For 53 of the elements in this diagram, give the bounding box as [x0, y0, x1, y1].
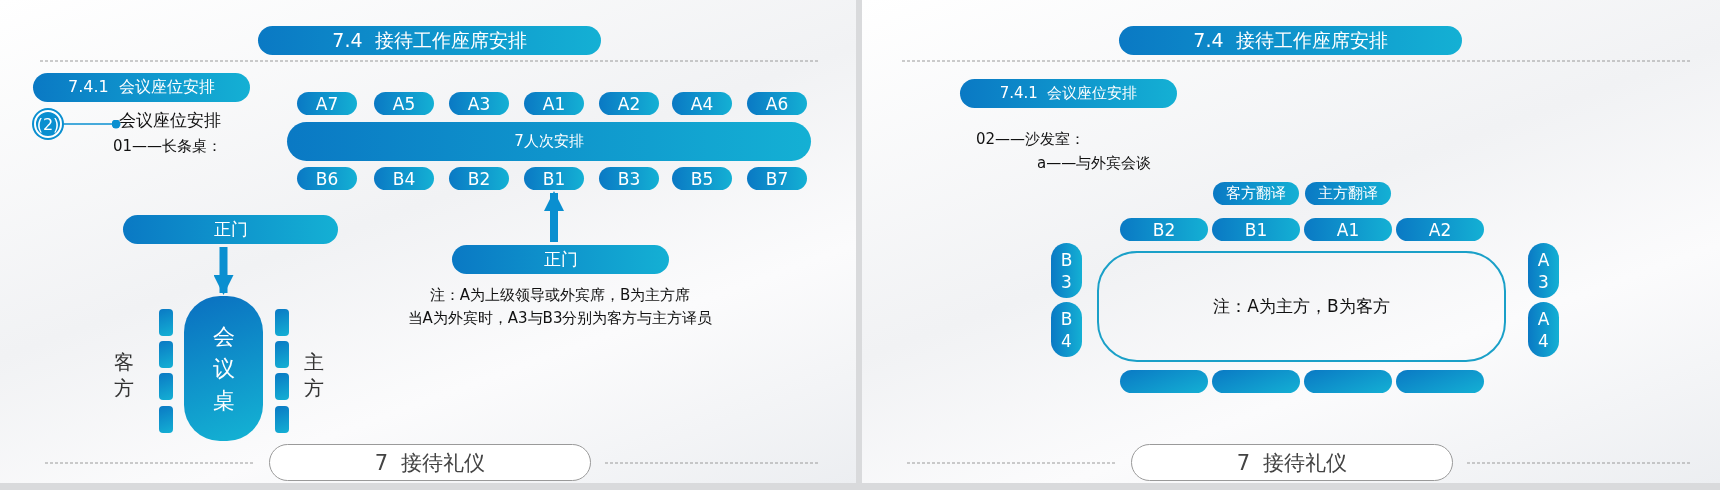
seat-pill: A3 [449, 92, 509, 115]
seat-bar [159, 406, 173, 433]
seat-pill: A1 [524, 92, 584, 115]
side-label: 主方 [304, 349, 325, 401]
caption-text: 01——长条桌： [113, 137, 223, 156]
side-label: 客方 [114, 349, 135, 401]
number-circle: (2) [34, 110, 62, 138]
bullet-line [63, 119, 121, 129]
table-bar: 7人次安排 [287, 122, 811, 161]
seat-pill: 客方翻译 [1213, 182, 1299, 205]
section-pill: 7.4.1 会议座位安排 [33, 73, 250, 102]
caption-text: a——与外宾会谈 [1037, 154, 1152, 173]
title-banner: 7.4 接待工作座席安排 [258, 26, 601, 55]
seat-pill: B5 [672, 167, 732, 190]
seat-pill: B1 [1212, 218, 1300, 241]
sofa-table: 注：A为主方，B为客方 [1097, 251, 1506, 362]
entrance-pill: 正门 [452, 245, 669, 274]
section-pill: 7.4.1 会议座位安排 [960, 79, 1177, 108]
seat-pill: A6 [747, 92, 807, 115]
seat-bar [1120, 370, 1208, 393]
seat-bar [159, 309, 173, 336]
seat-bar [159, 341, 173, 368]
entrance-pill: 正门 [123, 215, 338, 244]
seat-pill: A2 [599, 92, 659, 115]
note-text: 注：A为上级领导或外宾席，B为主方席 [428, 286, 692, 305]
seat-bar [1396, 370, 1484, 393]
seat-pill: A7 [297, 92, 357, 115]
seat-bar [1304, 370, 1392, 393]
caption-text: 02——沙发室： [976, 130, 1086, 149]
seat-pill: A1 [1304, 218, 1392, 241]
seat-pill: B2 [449, 167, 509, 190]
title-banner: 7.4 接待工作座席安排 [1119, 26, 1462, 55]
seat-pill: B2 [1120, 218, 1208, 241]
seat-pill: B1 [524, 167, 584, 190]
seat-bar [275, 309, 289, 336]
footer-pill: 7 接待礼仪 [1131, 444, 1453, 481]
seat-bar [159, 373, 173, 400]
seat-bar [1212, 370, 1300, 393]
footer-pill: 7 接待礼仪 [269, 444, 591, 481]
seat-pill: A2 [1396, 218, 1484, 241]
note-text: 当A为外宾时，A3与B3分别为客方与主方译员 [406, 309, 714, 328]
seat-pill: B3 [599, 167, 659, 190]
seat-pill: 主方翻译 [1305, 182, 1391, 205]
conference-table: 会议桌 [184, 296, 263, 441]
seat-pill: A4 [672, 92, 732, 115]
seat-bar [275, 373, 289, 400]
seat-bar [275, 406, 289, 433]
seat-pill: B4 [374, 167, 434, 190]
seat-bar [275, 341, 289, 368]
heading-text: 会议座位安排 [119, 109, 229, 131]
seat-pill: B7 [747, 167, 807, 190]
seat-pill: A5 [374, 92, 434, 115]
seat-pill: B6 [297, 167, 357, 190]
